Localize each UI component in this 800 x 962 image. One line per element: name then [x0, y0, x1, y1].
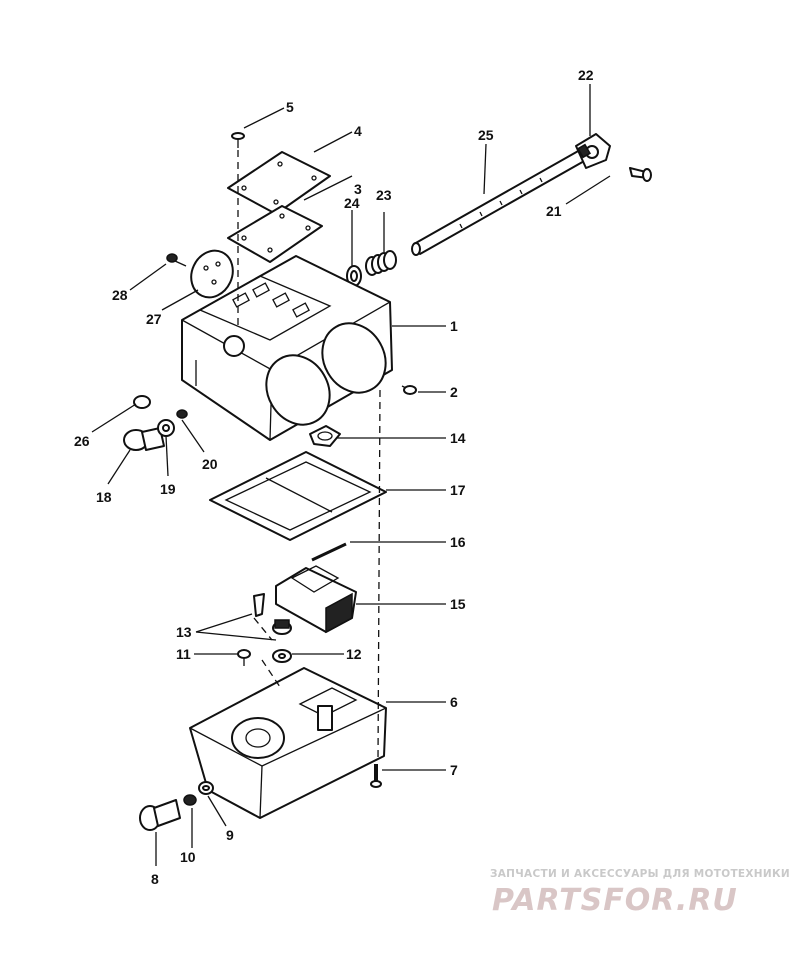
carburetor-body-1	[181, 255, 393, 441]
plug-8	[139, 799, 181, 831]
callout-7: 7	[450, 762, 458, 778]
screw-11	[237, 649, 251, 666]
plug-18	[123, 427, 165, 451]
callout-28: 28	[112, 287, 128, 303]
callout-18: 18	[96, 489, 112, 505]
watermark-tagline: ЗАПЧАСТИ И АКСЕССУАРЫ ДЛЯ МОТОТЕХНИКИ	[490, 868, 790, 880]
callout-3: 3	[354, 181, 362, 197]
fitting-20	[176, 409, 188, 419]
callout-16: 16	[450, 534, 466, 550]
callout-13: 13	[176, 624, 192, 640]
alignment-lines	[237, 150, 381, 761]
callout-20: 20	[202, 456, 218, 472]
seal-14	[309, 425, 341, 447]
watermark: ЗАПЧАСТИ И АКСЕССУАРЫ ДЛЯ МОТОТЕХНИКИ PA…	[490, 868, 790, 918]
leader-lines	[91, 84, 611, 866]
callout-26: 26	[74, 433, 90, 449]
callout-6: 6	[450, 694, 458, 710]
fitting-10	[183, 794, 197, 806]
callout-27: 27	[146, 311, 162, 327]
spring-23	[365, 250, 397, 276]
callout-15: 15	[450, 596, 466, 612]
float-bowl-6	[189, 667, 387, 819]
callout-19: 19	[160, 481, 176, 497]
screw-28	[166, 253, 187, 267]
screw-7	[370, 764, 382, 788]
callout-23: 23	[376, 187, 392, 203]
callout-4: 4	[354, 123, 362, 139]
callout-21: 21	[546, 203, 562, 219]
callout-9: 9	[226, 827, 234, 843]
seat-13	[272, 619, 292, 635]
callout-11: 11	[176, 646, 191, 662]
callout-24: 24	[344, 195, 360, 211]
cover-plate-4	[227, 151, 331, 215]
callout-8: 8	[151, 871, 159, 887]
callout-10: 10	[180, 849, 196, 865]
gasket-3	[227, 205, 323, 263]
screw-21	[629, 167, 652, 182]
washer-9	[198, 781, 214, 795]
float-15	[275, 565, 357, 634]
callout-22: 22	[578, 67, 594, 83]
callout-2: 2	[450, 384, 458, 400]
screw-5	[231, 132, 245, 148]
callout-17: 17	[450, 482, 466, 498]
callout-12: 12	[346, 646, 362, 662]
screw-2	[401, 385, 417, 395]
throttle-lever-22	[575, 133, 611, 169]
pin-16	[311, 542, 347, 562]
callout-25: 25	[478, 127, 494, 143]
washer-24	[346, 265, 362, 287]
callout-1: 1	[450, 318, 458, 334]
callout-labels: 1 2 3 4 5 6 7 8 9 10 11 12 13 14 15 16 1…	[74, 67, 594, 887]
needle-13	[253, 593, 265, 617]
watermark-brand-logo: PARTSFOR.RU	[492, 883, 738, 918]
plate-27	[190, 249, 234, 299]
float-bowl-gasket-17	[209, 451, 387, 541]
callout-5: 5	[286, 99, 294, 115]
clip-26	[133, 395, 151, 409]
callout-14: 14	[450, 430, 466, 446]
washer-19	[157, 419, 175, 437]
gasket-12	[272, 649, 292, 663]
